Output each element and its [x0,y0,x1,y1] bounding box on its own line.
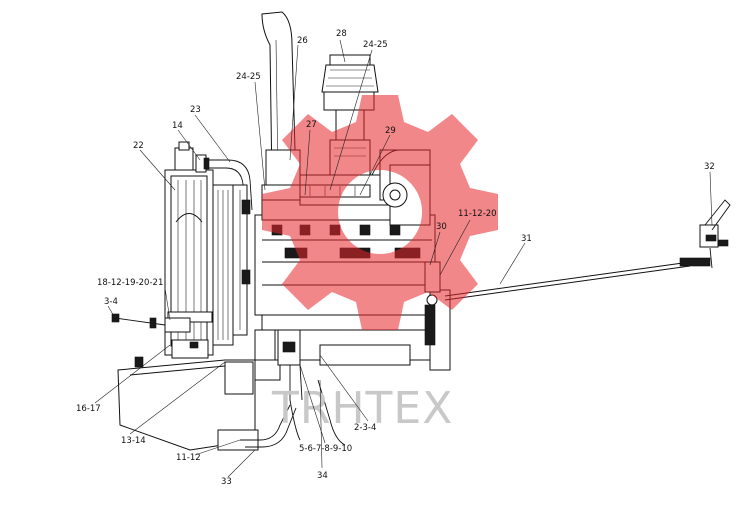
callout-2-3-4: 2-3-4 [354,423,376,433]
callout-13-14: 13-14 [121,436,146,446]
leader-lines [94,39,713,478]
callout-labels: 22 14 23 26 28 24-25 24-25 27 29 32 11-1… [76,29,715,487]
callout-34: 34 [317,471,328,481]
callout-28: 28 [336,29,347,39]
callout-30: 30 [436,222,447,232]
front-mount-bracket [111,313,191,333]
callout-5-6-7-8-9-10: 5-6-7-8-9-10 [299,444,352,454]
callout-14: 14 [172,121,183,131]
callout-11-12-20: 11-12-20 [458,209,497,219]
callout-31: 31 [521,234,532,244]
callout-22: 22 [133,141,144,151]
callout-33: 33 [221,477,232,487]
callout-16-17: 16-17 [76,404,101,414]
callout-18-12-19-20-21: 18-12-19-20-21 [97,278,163,288]
callout-24-25-left: 24-25 [236,72,261,82]
callout-23: 23 [190,105,201,115]
watermark-text: TRHTEX [271,383,453,434]
callout-3-4: 3-4 [104,297,118,307]
callout-26: 26 [297,36,308,46]
fuel-tank [117,356,297,451]
callout-24-25-right: 24-25 [363,40,388,50]
fan-shroud [232,184,251,336]
oil-line [277,329,346,446]
callout-11-12: 11-12 [176,453,201,463]
callout-27: 27 [306,120,317,130]
callout-29: 29 [385,126,396,136]
upper-coolant-pipe [195,154,253,211]
callout-32: 32 [704,162,715,172]
watermark-logo-icon [262,95,498,330]
